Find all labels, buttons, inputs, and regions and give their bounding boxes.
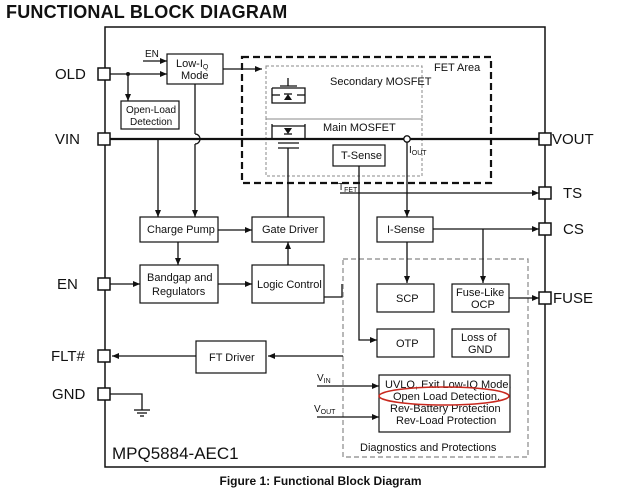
chip-name: MPQ5884-AEC1 <box>112 444 239 463</box>
pin-ts[interactable]: TS <box>538 185 582 202</box>
figure-caption: Figure 1: Functional Block Diagram <box>219 474 422 488</box>
pin-fuse-label: FUSE <box>553 290 593 307</box>
loss-gnd-label-2: GND <box>468 344 493 356</box>
open-load-label-2: Detection <box>130 117 172 128</box>
bandgap-label-1: Bandgap and <box>147 272 212 284</box>
loss-gnd-label-1: Loss of <box>461 332 497 344</box>
pin-en[interactable]: EN <box>57 276 111 293</box>
vin-signal-label: VIN <box>317 373 331 385</box>
logic-control-block <box>251 264 325 304</box>
pin-en-label: EN <box>57 276 78 293</box>
pin-gnd-label: GND <box>52 386 86 403</box>
fet-area-label: FET Area <box>434 62 481 74</box>
vout-signal-label: VOUT <box>314 404 336 416</box>
logic-control-label: Logic Control <box>257 279 322 291</box>
secondary-mosfet-symbol <box>271 78 306 104</box>
scp-block <box>376 283 435 313</box>
scp-label: SCP <box>396 293 419 305</box>
iout-label: IOUT <box>409 145 427 157</box>
diag-line-4: Rev-Load Protection <box>396 415 496 427</box>
fet-area-box <box>240 55 493 185</box>
pin-vin-label: VIN <box>55 131 80 148</box>
pin-ts-label: TS <box>563 185 582 202</box>
pin-flt-label: FLT# <box>51 348 86 365</box>
t-sense-label: T-Sense <box>341 150 382 162</box>
block-diagram: OLD VIN EN FLT# GND VOUT TS CS FUSE FET … <box>51 26 594 468</box>
pin-cs-label: CS <box>563 221 584 238</box>
loss-of-gnd-block <box>451 328 510 358</box>
fuse-ocp-label-2: OCP <box>471 299 495 311</box>
pin-gnd[interactable]: GND <box>52 386 111 403</box>
pin-cs[interactable]: CS <box>538 221 584 238</box>
secondary-mosfet-box <box>265 65 423 120</box>
i-sense-label: I-Sense <box>387 224 425 236</box>
pin-vout-label: VOUT <box>552 131 594 148</box>
secondary-mosfet-label: Secondary MOSFET <box>330 76 432 88</box>
gate-driver-label: Gate Driver <box>262 224 319 236</box>
pin-old-label: OLD <box>55 66 86 83</box>
ground-symbol <box>110 393 150 417</box>
pin-vout[interactable]: VOUT <box>538 131 594 148</box>
open-load-label-1: Open-Load <box>126 105 176 116</box>
highlight-ellipse <box>378 386 510 406</box>
diagnostics-label: Diagnostics and Protections <box>360 442 497 454</box>
tfet-label: TFET <box>338 182 358 194</box>
ft-driver-block <box>195 340 267 374</box>
diagnostics-region <box>342 258 529 458</box>
otp-label: OTP <box>396 338 419 350</box>
pin-flt[interactable]: FLT# <box>51 348 111 365</box>
otp-block <box>376 328 435 358</box>
diagram-title: FUNCTIONAL BLOCK DIAGRAM <box>6 2 288 22</box>
low-iq-mode-label: Low-IQ <box>176 58 209 71</box>
pin-old[interactable]: OLD <box>55 66 111 83</box>
main-mosfet-label: Main MOSFET <box>323 122 396 134</box>
charge-pump-block <box>139 216 219 243</box>
charge-pump-label: Charge Pump <box>147 224 215 236</box>
open-load-detection-block <box>120 100 180 130</box>
diag-line-2: Open Load Detection, <box>393 391 500 403</box>
low-iq-mode-label-2: Mode <box>181 70 209 82</box>
ft-driver-label: FT Driver <box>209 352 255 364</box>
pin-vin[interactable]: VIN <box>55 131 111 148</box>
pin-fuse[interactable]: FUSE <box>538 290 593 307</box>
en-signal-label: EN <box>145 49 159 60</box>
chip-outline <box>104 26 546 468</box>
current-sense-node <box>403 135 411 143</box>
diag-line-3: Rev-Battery Protection <box>390 403 501 415</box>
main-mosfet-box <box>265 118 423 177</box>
bandgap-label-2: Regulators <box>152 286 206 298</box>
fuse-ocp-label-1: Fuse-Like <box>456 287 504 299</box>
main-mosfet-symbol <box>271 124 306 160</box>
fuse-ocp-block <box>451 283 510 313</box>
